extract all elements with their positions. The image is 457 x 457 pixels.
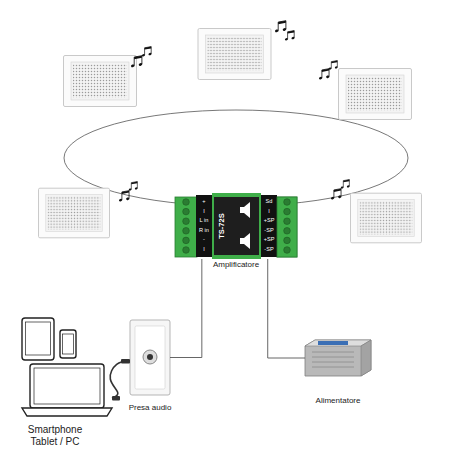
wire — [268, 259, 305, 358]
pin-label: I — [203, 209, 205, 215]
amplifier-box: TS-72SAmplificatore+IL inR in-ISdI+SP-SP… — [175, 193, 297, 259]
socket-box: Presa audio — [130, 320, 170, 395]
devices-icons — [22, 318, 112, 416]
model-label: TS-72S — [218, 213, 227, 238]
power-supply-box: Alimentatore — [305, 340, 371, 376]
pin-label: +SP — [264, 238, 275, 244]
pin-label: -SP — [264, 247, 273, 253]
pin-label: R in — [199, 228, 209, 234]
node-caption: Amplificatore — [213, 260, 259, 269]
speaker-loop — [64, 110, 408, 206]
audio-socket — [130, 320, 170, 395]
amplifier-module — [175, 193, 297, 259]
pin-label: Sd — [266, 199, 273, 205]
node-caption: Alimentatore — [316, 396, 361, 405]
pin-label: I — [268, 209, 270, 215]
music-notes — [119, 21, 350, 202]
power-supply — [305, 340, 371, 376]
pin-label: I — [203, 247, 205, 253]
pin-label: -SP — [264, 228, 273, 234]
pin-label: + — [202, 199, 205, 205]
node-caption: Presa audio — [129, 403, 172, 412]
pin-label: - — [203, 238, 205, 244]
pin-label: +SP — [264, 218, 275, 224]
terminal-screws — [284, 199, 291, 254]
wire — [170, 259, 202, 358]
devices-box: Smartphone Tablet / PC — [18, 318, 112, 422]
audio-cable — [110, 361, 130, 398]
node-caption: Smartphone Tablet / PC — [20, 424, 90, 447]
terminal-block — [277, 197, 297, 257]
pin-label: L in — [200, 218, 209, 224]
